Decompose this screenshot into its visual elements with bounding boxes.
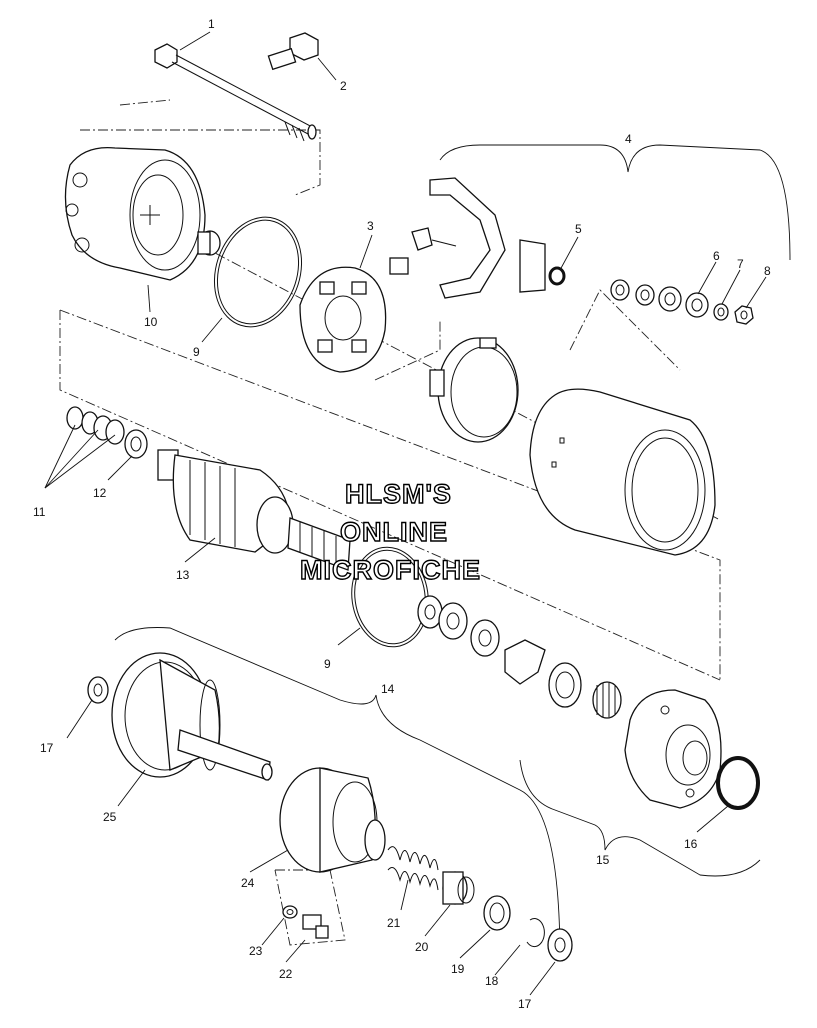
callout-9-upper: 9 — [193, 345, 200, 359]
callout-25: 25 — [103, 810, 117, 824]
yoke-housing — [529, 388, 716, 556]
callout-20: 20 — [415, 940, 429, 954]
screw-and-washer — [282, 905, 329, 939]
callout-14: 14 — [381, 682, 395, 696]
callout-12: 12 — [93, 486, 107, 500]
callout-1: 1 — [208, 17, 215, 31]
callout-8: 8 — [764, 264, 771, 278]
callout-21: 21 — [387, 916, 401, 930]
sleeve — [442, 871, 475, 905]
mounting-bolt — [267, 32, 319, 71]
leader-lines — [44, 31, 767, 996]
o-ring-upper — [213, 216, 303, 328]
callout-15: 15 — [596, 853, 610, 867]
callout-2: 2 — [340, 79, 347, 93]
callout-3: 3 — [367, 219, 374, 233]
pinion-clutch-assembly — [279, 767, 386, 873]
callout-18: 18 — [485, 974, 499, 988]
callout-9-lower: 9 — [324, 657, 331, 671]
callout-16: 16 — [684, 837, 698, 851]
drive-o-ring — [716, 756, 760, 810]
callout-6: 6 — [713, 249, 720, 263]
callout-17-lower: 17 — [518, 997, 532, 1011]
callout-labels: 1 2 3 4 5 6 7 8 9 9 10 11 12 13 14 15 16… — [33, 17, 771, 1011]
brush-cage-ring — [429, 337, 519, 443]
callout-7: 7 — [737, 257, 744, 271]
small-o-ring — [548, 266, 566, 286]
callout-4: 4 — [625, 132, 632, 146]
armature — [157, 449, 351, 571]
spring — [387, 846, 439, 891]
callout-11: 11 — [33, 505, 46, 519]
drive-end-housing — [624, 689, 722, 809]
callout-22: 22 — [279, 967, 293, 981]
watermark-line-1: HLSM'S — [345, 479, 452, 509]
brush-holder-plate — [299, 266, 387, 373]
watermark-line-2: ONLINE — [340, 517, 448, 547]
through-bolt — [154, 43, 317, 142]
callout-23: 23 — [249, 944, 263, 958]
callout-24: 24 — [241, 876, 255, 890]
callout-17-upper: 17 — [40, 741, 54, 755]
callout-13: 13 — [176, 568, 190, 582]
watermark-line-3: MICROFICHE — [300, 555, 481, 585]
callout-10: 10 — [144, 315, 158, 329]
brush-set — [389, 177, 546, 299]
washer-stack — [610, 279, 754, 325]
o-ring-lower — [351, 546, 429, 648]
center-washers — [417, 595, 500, 657]
shim-washer-upper — [87, 676, 109, 704]
callout-5: 5 — [575, 222, 582, 236]
shim-washer-lower — [547, 928, 573, 962]
end-cover-housing — [64, 146, 221, 281]
callout-19: 19 — [451, 962, 465, 976]
group-brackets — [114, 144, 791, 961]
bearing-group — [504, 639, 622, 719]
planetary-gear-assembly — [111, 652, 273, 781]
pinion-bearing — [483, 895, 511, 931]
snap-ring — [526, 918, 545, 948]
thrust-washers — [66, 406, 148, 459]
watermark: HLSM'S ONLINE MICROFICHE — [299, 478, 481, 585]
